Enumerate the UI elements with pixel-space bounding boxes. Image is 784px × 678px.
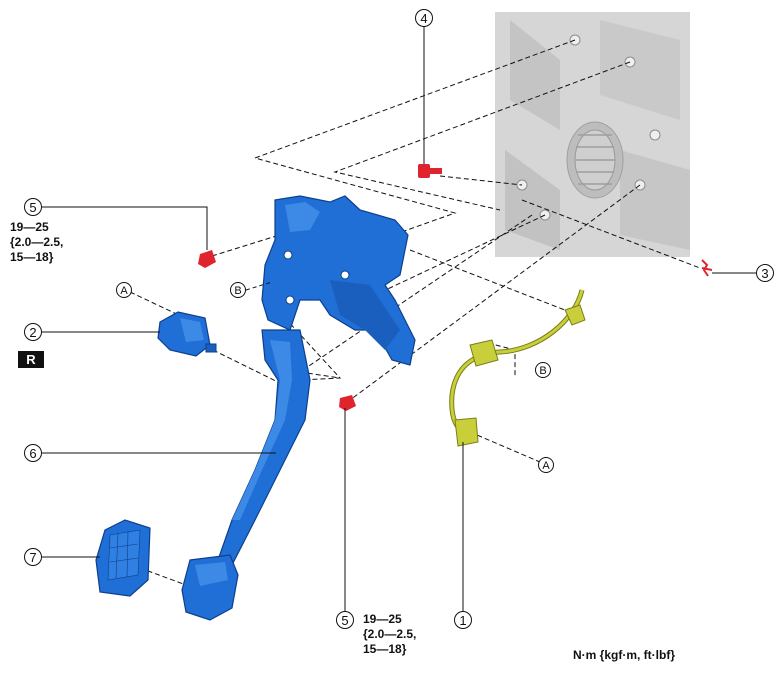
svg-text:5: 5 xyxy=(341,613,348,628)
svg-text:A: A xyxy=(120,285,128,297)
clip-3 xyxy=(701,259,713,277)
svg-text:1: 1 xyxy=(459,613,466,628)
callout-5-lower: 5 xyxy=(336,611,354,629)
callout-leaders xyxy=(42,26,756,612)
bolt-4 xyxy=(418,164,442,178)
fasteners xyxy=(198,164,713,411)
callout-7: 7 xyxy=(24,548,42,566)
nut-5-lower xyxy=(339,395,356,411)
svg-text:3: 3 xyxy=(761,266,768,281)
clutch-pedal-assembly xyxy=(181,195,416,621)
body-panel xyxy=(495,12,690,257)
callout-6: 6 xyxy=(24,444,42,462)
svg-text:2: 2 xyxy=(29,325,36,340)
ref-b-right: B xyxy=(535,362,551,378)
callout-1: 1 xyxy=(454,611,472,629)
torque-spec-lower: 19—25 {2.0—2.5, 15—18} xyxy=(363,612,416,657)
torque-line: {2.0—2.5, xyxy=(10,235,64,249)
nut-5-upper xyxy=(198,250,216,268)
svg-text:7: 7 xyxy=(29,550,36,565)
wiring-harness xyxy=(449,289,586,447)
ref-b-left: B xyxy=(230,281,273,298)
torque-line: 19—25 xyxy=(363,612,402,626)
torque-line: {2.0—2.5, xyxy=(363,627,417,641)
svg-text:5: 5 xyxy=(29,200,36,215)
clutch-switch xyxy=(157,311,217,357)
callout-5-upper: 5 xyxy=(24,198,42,216)
svg-text:B: B xyxy=(539,365,546,377)
ref-a-right: A xyxy=(538,457,554,473)
torque-line: 15—18} xyxy=(10,250,54,264)
torque-spec-upper: 19—25 {2.0—2.5, 15—18} xyxy=(10,220,63,265)
pedal-pad xyxy=(95,519,151,597)
svg-text:4: 4 xyxy=(420,11,427,26)
side-badge: R xyxy=(18,351,44,368)
ref-a-left: A xyxy=(116,282,132,298)
callout-3: 3 xyxy=(756,264,774,282)
svg-text:B: B xyxy=(234,285,241,297)
torque-line: 15—18} xyxy=(363,642,407,656)
svg-text:6: 6 xyxy=(29,446,36,461)
units-label: N·m {kgf·m, ft·lbf} xyxy=(573,648,675,662)
torque-line: 19—25 xyxy=(10,220,49,234)
svg-text:A: A xyxy=(542,460,550,472)
callout-2: 2 xyxy=(24,323,42,341)
callout-4: 4 xyxy=(415,9,433,27)
